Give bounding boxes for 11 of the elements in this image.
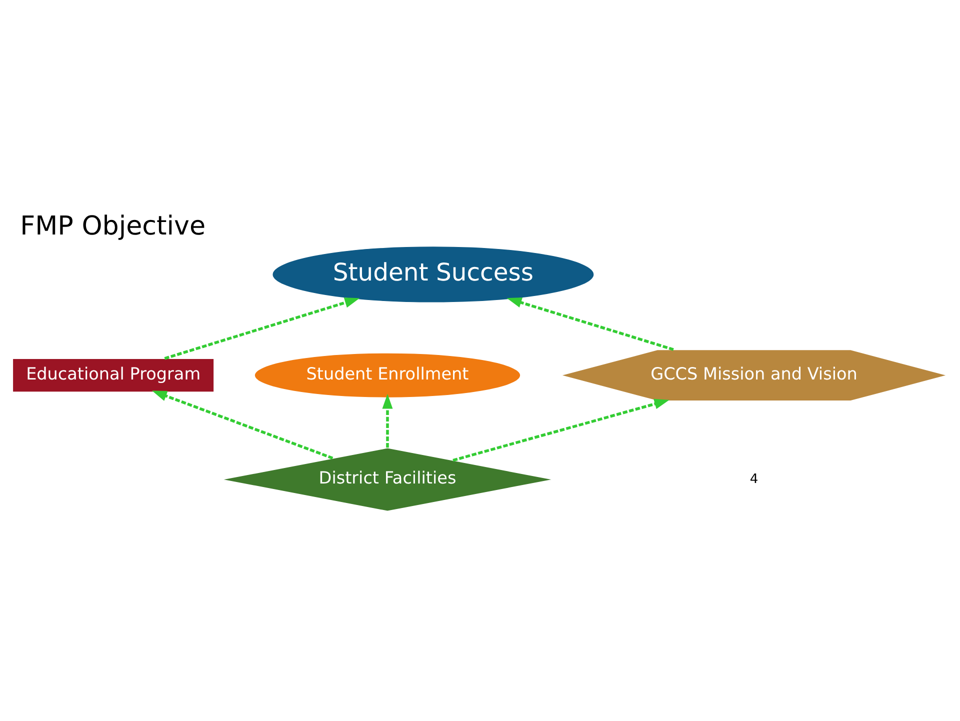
node-diamond: District Facilities xyxy=(221,447,554,512)
diagram-title: FMP Objective xyxy=(20,211,206,242)
arrow xyxy=(452,398,670,462)
arrow xyxy=(152,390,334,460)
arrow xyxy=(382,394,393,448)
arrow xyxy=(164,298,360,360)
node-ellipse: Student Success xyxy=(272,246,595,304)
node-box: Educational Program xyxy=(12,358,214,393)
label: 4 xyxy=(750,472,758,488)
node-ellipse: Student Enrollment xyxy=(254,352,522,398)
arrow xyxy=(506,297,674,351)
